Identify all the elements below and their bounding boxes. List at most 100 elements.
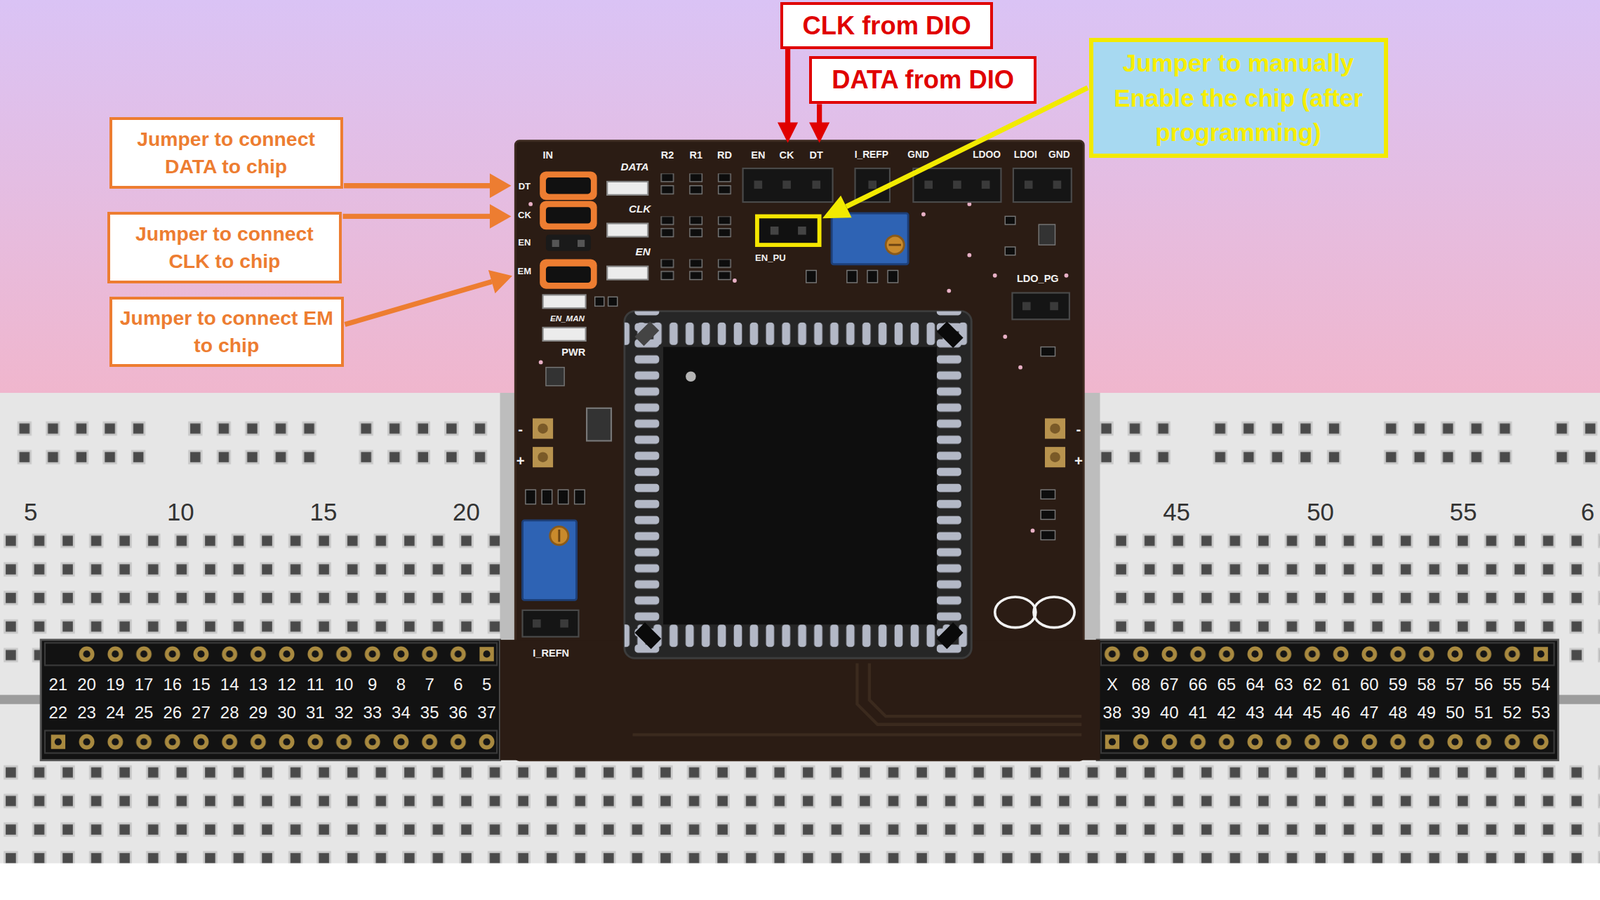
silkscreen-label: EN_PU	[755, 253, 786, 263]
pin-number: 16	[162, 676, 182, 694]
callout-box: CLK from DIO	[780, 2, 993, 50]
pcb-board-part	[538, 360, 544, 365]
pin-number: 45	[1303, 704, 1323, 722]
silkscreen-label: +	[516, 454, 525, 469]
pin-number: 38	[1103, 704, 1123, 722]
test-pad-part	[537, 451, 549, 463]
pin-header-part	[1537, 650, 1545, 658]
leader-arrow-part	[816, 103, 822, 125]
header-connector-part	[797, 226, 807, 236]
pin-number: 13	[249, 676, 269, 694]
pin-number: 35	[420, 704, 440, 722]
pin-number: 57	[1445, 676, 1465, 694]
leader-arrow-part	[489, 204, 512, 229]
pin-number: 54	[1531, 676, 1551, 694]
pin-number: 19	[105, 676, 125, 694]
silkscreen-label: I_REFP	[854, 150, 889, 160]
silkscreen-label: R1	[689, 150, 703, 161]
pin-number: 29	[249, 704, 269, 722]
silkscreen-label: IN	[543, 150, 554, 161]
callout-text: DATA from DIO	[831, 64, 1015, 96]
silkscreen-label: +	[1074, 454, 1083, 469]
qfp-chip-part	[624, 311, 972, 659]
pin-header-part	[72, 639, 473, 671]
pin-number: 64	[1245, 676, 1265, 694]
pin-number: 24	[105, 704, 125, 722]
jumper-part	[552, 240, 560, 248]
pin-number: 32	[334, 704, 354, 722]
leader-arrow-part	[846, 87, 1088, 207]
pin-number: 26	[162, 704, 182, 722]
logo-part	[1033, 597, 1075, 629]
silkscreen-label: LDOO	[972, 150, 1001, 160]
column-number: 6	[1581, 499, 1595, 525]
pcb-board-part	[1002, 334, 1008, 339]
pin-number: 25	[134, 704, 154, 722]
qfp-chip-part	[936, 321, 964, 349]
leader-arrow-part	[785, 49, 791, 125]
jumper-part	[545, 207, 591, 224]
pin-number: 43	[1245, 704, 1265, 722]
qfp-chip-part	[663, 347, 937, 626]
pcb-board-part	[946, 289, 951, 294]
header-connector-part	[981, 180, 991, 189]
pcb-board-part	[921, 212, 926, 217]
smd-component-part	[525, 489, 537, 504]
pin-number: 40	[1160, 704, 1179, 722]
pin-number: 65	[1216, 676, 1236, 694]
smd-component-part	[574, 489, 586, 504]
pin-number: 11	[306, 676, 325, 694]
leader-arrow-part	[343, 183, 492, 189]
silkscreen-label: PWR	[561, 346, 586, 358]
pin-number: 28	[220, 704, 240, 722]
pin-number: 15	[191, 676, 211, 694]
pin-header-part	[1105, 734, 1120, 749]
pin-number: 21	[49, 676, 69, 694]
callout-box: Jumper to connect DATA to chip	[109, 117, 344, 189]
trimpot-part	[557, 529, 560, 542]
pin-number: 41	[1188, 704, 1208, 722]
pin-number: 27	[191, 704, 211, 722]
smd-component-part	[586, 408, 612, 442]
pcb-board-part	[1030, 529, 1036, 534]
pin-header-part	[1126, 727, 1556, 758]
header-connector-part	[1013, 168, 1072, 203]
jumper-part	[545, 235, 591, 252]
pcb-board-part	[1018, 365, 1023, 370]
pcb-board-part	[992, 273, 998, 278]
header-connector-part	[770, 226, 779, 236]
header-connector-part	[1024, 180, 1033, 189]
pcb-board-part	[528, 202, 533, 207]
pcb-board-part	[967, 253, 972, 258]
pin-number: 53	[1531, 704, 1551, 722]
qfp-chip-part	[685, 371, 697, 382]
column-number: 55	[1449, 499, 1478, 525]
pin-number: 12	[277, 676, 297, 694]
smd-component-part	[1038, 224, 1055, 245]
header-connector	[522, 168, 1071, 638]
pin-number: 66	[1188, 676, 1208, 694]
smd-component-part	[608, 296, 618, 306]
header-connector-part	[952, 180, 962, 189]
header-connector-part	[1049, 302, 1059, 311]
pin-number: 56	[1474, 676, 1494, 694]
silkscreen-label: R2	[661, 150, 675, 161]
column-number: 5	[23, 499, 38, 525]
breadboard-part	[0, 758, 1600, 864]
pin-number: 17	[134, 676, 154, 694]
header-connector-part	[1053, 180, 1062, 189]
silkscreen-label: LDO_PG	[1016, 273, 1059, 285]
jumper	[539, 171, 597, 289]
test-pad-part	[1049, 451, 1061, 463]
smd-component-part	[543, 294, 586, 309]
pin-number: 31	[305, 704, 325, 722]
pcb-board	[500, 141, 1101, 761]
header-connector-part	[1011, 292, 1069, 320]
header-connector-part	[811, 180, 821, 189]
smd-component-part	[655, 171, 742, 295]
header-connector-part	[912, 168, 1001, 203]
pin-number: 61	[1331, 676, 1351, 694]
smd-component-part	[1004, 216, 1016, 225]
trimpot-part	[550, 527, 569, 546]
